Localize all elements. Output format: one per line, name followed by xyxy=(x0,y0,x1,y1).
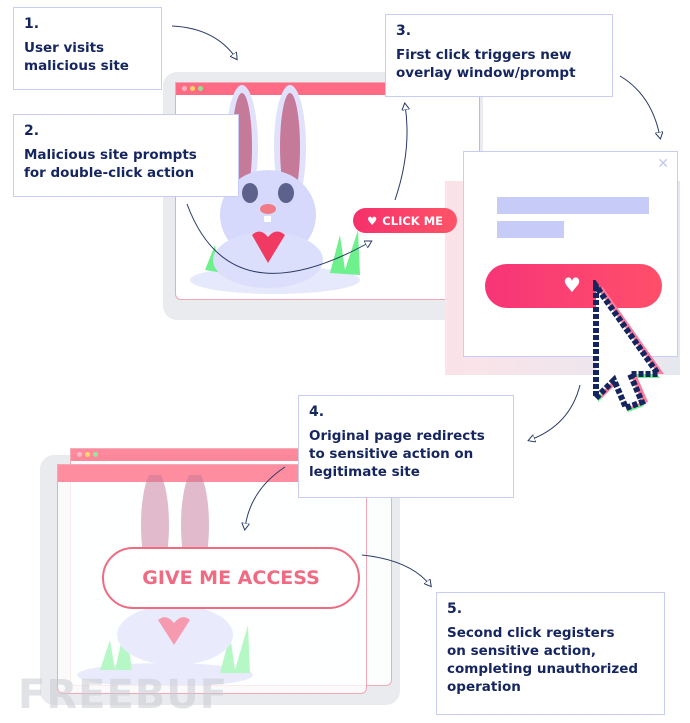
step-text: Second click registers on sensitive acti… xyxy=(447,625,639,695)
watermark: FREEBUF xyxy=(18,672,229,718)
placeholder-bar xyxy=(497,221,564,238)
window-dot xyxy=(190,86,195,91)
step-5-callout: 5. Second click registers on sensitive a… xyxy=(436,592,665,715)
step-text: Original page redirects to sensitive act… xyxy=(309,428,485,480)
arrow-to-step4 xyxy=(530,384,581,440)
step-text: First click triggers new overlay window/… xyxy=(396,47,576,81)
step-text: Malicious site prompts for double-click … xyxy=(24,147,197,181)
step-2-callout: 2. Malicious site prompts for double-cli… xyxy=(13,114,239,197)
arrow-step1 xyxy=(171,25,236,58)
heart-icon: ♥ xyxy=(563,273,581,297)
faded-bunny-illustration xyxy=(77,475,253,685)
step-number: 4. xyxy=(309,404,325,420)
give-me-access-label: GIVE ME ACCESS xyxy=(142,567,320,589)
step-number: 3. xyxy=(396,23,412,39)
step-text: User visits malicious site xyxy=(24,40,129,74)
window-dot xyxy=(198,86,203,91)
click-me-button[interactable]: ♥ CLICK ME xyxy=(353,208,457,233)
give-me-access-button[interactable]: GIVE ME ACCESS xyxy=(102,547,360,609)
step-number: 1. xyxy=(24,16,40,32)
window-dot xyxy=(182,86,187,91)
popup-heart-button[interactable]: ♥ xyxy=(485,264,662,308)
window-titlebar xyxy=(58,465,366,482)
step-3-callout: 3. First click triggers new overlay wind… xyxy=(385,14,613,97)
window-dot xyxy=(77,452,82,457)
click-me-label: CLICK ME xyxy=(382,213,443,228)
pixel-cursor-icon xyxy=(593,280,664,412)
window-dot xyxy=(93,452,98,457)
placeholder-bar xyxy=(497,197,649,214)
step-number: 2. xyxy=(24,123,40,139)
step-number: 5. xyxy=(447,601,463,617)
heart-icon: ♥ xyxy=(366,213,378,228)
close-icon[interactable]: ✕ xyxy=(657,156,669,172)
step-1-callout: 1. User visits malicious site xyxy=(13,7,162,90)
window-dot xyxy=(85,452,90,457)
step-4-callout: 4. Original page redirects to sensitive … xyxy=(298,395,514,498)
arrow-step3 xyxy=(619,75,660,137)
overlay-popup: ✕ ♥ xyxy=(463,151,678,357)
